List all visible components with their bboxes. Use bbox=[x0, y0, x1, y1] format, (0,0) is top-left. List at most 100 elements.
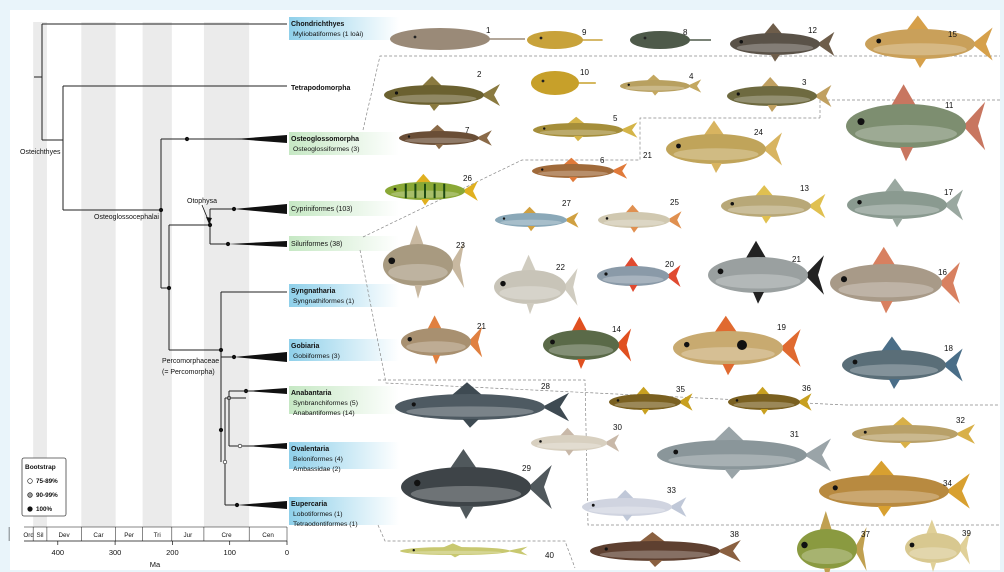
clade-sub-ovalentaria: Beloniformes (4) bbox=[293, 456, 343, 463]
fish-eye bbox=[718, 269, 724, 275]
specimen-number: 25 bbox=[670, 198, 679, 207]
clade-sub-gobiaria: Gobiiformes (3) bbox=[293, 353, 340, 360]
specimen-number: 24 bbox=[754, 128, 763, 137]
fish-eye bbox=[605, 547, 608, 550]
fish-eye bbox=[801, 542, 807, 548]
fish-belly bbox=[388, 264, 448, 281]
ray-body bbox=[390, 28, 490, 50]
specimen-number: 11 bbox=[945, 101, 954, 110]
fish-eye bbox=[412, 402, 416, 406]
specimen-number: 26 bbox=[463, 174, 472, 183]
fish-eye bbox=[864, 431, 867, 434]
fish-eye bbox=[730, 202, 734, 206]
period-band bbox=[33, 22, 47, 527]
root-label: Osteichthyes bbox=[20, 149, 61, 156]
specimen-number: 39 bbox=[962, 529, 971, 538]
period-label: Cen bbox=[262, 532, 274, 539]
specimen-number: 14 bbox=[612, 325, 621, 334]
fish-belly bbox=[614, 402, 675, 408]
fish-eye bbox=[684, 342, 689, 347]
clade-name-ovalentaria: Ovalentaria bbox=[291, 446, 329, 453]
clade-name-anabantaria: Anabantaria bbox=[291, 390, 332, 397]
fish-eye bbox=[604, 272, 607, 275]
fish-spot bbox=[737, 340, 747, 350]
clade-name-syngnatharia: Syngnatharia bbox=[291, 288, 335, 295]
specimen-number: 20 bbox=[665, 260, 674, 269]
fish-belly bbox=[728, 205, 805, 214]
specimen-number: 4 bbox=[689, 72, 694, 81]
axis-unit: Ma bbox=[150, 560, 161, 569]
specimen-number: 12 bbox=[808, 26, 817, 35]
clade-sub-anabantaria: Synbranchiformes (5) bbox=[293, 400, 358, 407]
fish-eye bbox=[910, 543, 915, 548]
fish-belly bbox=[674, 148, 759, 160]
clade-sub-osteoglossomorpha: Osteoglossiformes (3) bbox=[293, 146, 359, 153]
specimen-number: 28 bbox=[541, 382, 550, 391]
specimen-number: 16 bbox=[938, 268, 947, 277]
fish-belly bbox=[392, 95, 477, 103]
fish-eye bbox=[617, 399, 620, 402]
specimen-number: 1 bbox=[486, 26, 491, 35]
fish-belly bbox=[540, 130, 617, 136]
clade-name-eupercaria: Eupercaria bbox=[291, 501, 327, 508]
fish-eye bbox=[408, 337, 412, 341]
specimen-number: 36 bbox=[802, 384, 811, 393]
axis-tick-label: 0 bbox=[285, 548, 289, 557]
specimen-number: 21 bbox=[477, 322, 486, 331]
fish-belly bbox=[538, 171, 608, 177]
fish-belly bbox=[537, 443, 602, 449]
specimen-number: 18 bbox=[944, 344, 953, 353]
fish-eye bbox=[606, 217, 609, 220]
period-label: Car bbox=[93, 532, 103, 539]
fish-eye bbox=[503, 217, 505, 219]
fish-belly bbox=[625, 86, 685, 91]
specimen-number: 15 bbox=[948, 30, 957, 39]
specimen-number: 21 bbox=[792, 255, 801, 264]
fish-eye bbox=[592, 504, 595, 507]
axis-tick-label: 200 bbox=[166, 548, 179, 557]
fish-eye bbox=[550, 340, 555, 345]
fish-eye bbox=[394, 188, 397, 191]
legend-item: 100% bbox=[36, 506, 53, 513]
bootstrap-node bbox=[219, 428, 223, 432]
fish-eye bbox=[500, 281, 505, 286]
percomorphaceae-label: Percomorphaceae bbox=[162, 358, 219, 365]
clade-name-osteoglossomorpha: Osteoglossomorpha bbox=[291, 136, 359, 143]
period-band bbox=[143, 22, 172, 527]
clade-name-siluriformes: Siluriformes (38) bbox=[291, 241, 342, 248]
fish-eye bbox=[676, 144, 681, 149]
specimen-number: 10 bbox=[580, 68, 589, 77]
fish-belly bbox=[838, 282, 933, 297]
specimen-number: 35 bbox=[676, 385, 685, 394]
period-label: Ord bbox=[23, 532, 34, 539]
clade-name-gobiaria: Gobiaria bbox=[291, 343, 320, 350]
clade-name-cypriniformes: Cypriniformes (103) bbox=[291, 206, 352, 213]
period-label: Tri bbox=[154, 532, 161, 539]
bootstrap-node bbox=[223, 460, 227, 464]
specimen-number: 6 bbox=[600, 156, 605, 165]
ray-body bbox=[531, 71, 579, 95]
specimen-number: 38 bbox=[730, 530, 739, 539]
fish-belly bbox=[589, 507, 666, 514]
ray-eye bbox=[540, 37, 543, 40]
specimen-number: 37 bbox=[861, 530, 870, 539]
specimen-number: 21 bbox=[643, 151, 652, 160]
clade-sub-anabantaria: Anabantiformes (14) bbox=[293, 410, 355, 417]
specimen-number: 13 bbox=[800, 184, 809, 193]
ray-eye bbox=[644, 37, 647, 40]
fish-belly bbox=[668, 454, 796, 466]
period-band bbox=[204, 22, 249, 527]
specimen-number: 19 bbox=[777, 323, 786, 332]
fish-belly bbox=[860, 434, 950, 441]
specimen-number: 17 bbox=[944, 188, 953, 197]
specimen-number: 7 bbox=[465, 126, 470, 135]
legend-marker bbox=[28, 493, 33, 498]
period-label: Cre bbox=[221, 532, 232, 539]
fish-belly bbox=[873, 43, 967, 55]
specimen-number: 30 bbox=[613, 423, 622, 432]
fish-belly bbox=[909, 547, 957, 559]
fish-belly bbox=[499, 286, 560, 300]
fish-belly bbox=[681, 347, 775, 361]
